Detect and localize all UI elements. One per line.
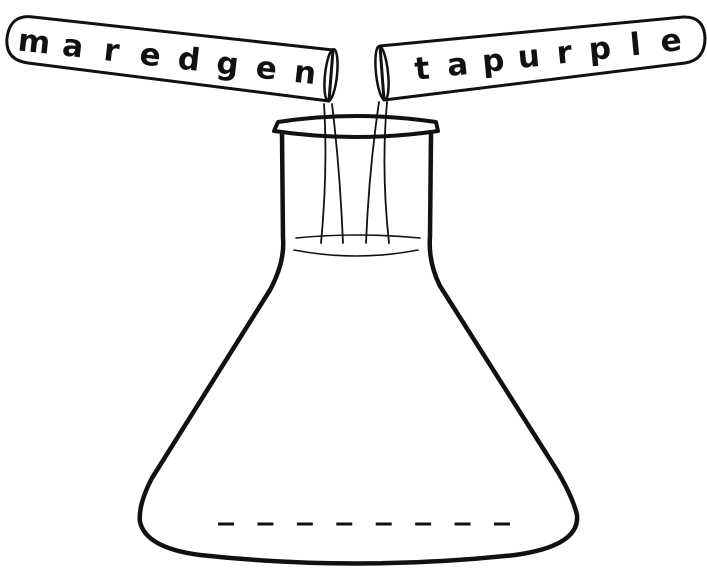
left-tube-letter: d (176, 41, 202, 79)
left-tube-letter: a (60, 27, 85, 65)
pouring-liquid-streams (320, 101, 390, 244)
right-tube-letter: t (413, 50, 431, 87)
left-tube-letter: g (215, 45, 241, 83)
right-tube-letter: l (628, 27, 642, 64)
right-tube-letter: u (516, 38, 541, 76)
left-tube-letter: n (292, 54, 318, 92)
left-tube-letter: m (16, 22, 52, 61)
erlenmeyer-flask (137, 114, 580, 566)
left-tube-letter: e (254, 50, 279, 88)
right-tube-letter: r (555, 34, 574, 71)
right-tube-letter: e (659, 22, 683, 60)
right-tube-letter: p (480, 42, 506, 80)
left-tube-letter: e (138, 36, 163, 74)
left-tube-letter: r (102, 32, 122, 70)
right-tube-letter: a (445, 46, 469, 84)
right-tube-letter: p (587, 30, 613, 68)
